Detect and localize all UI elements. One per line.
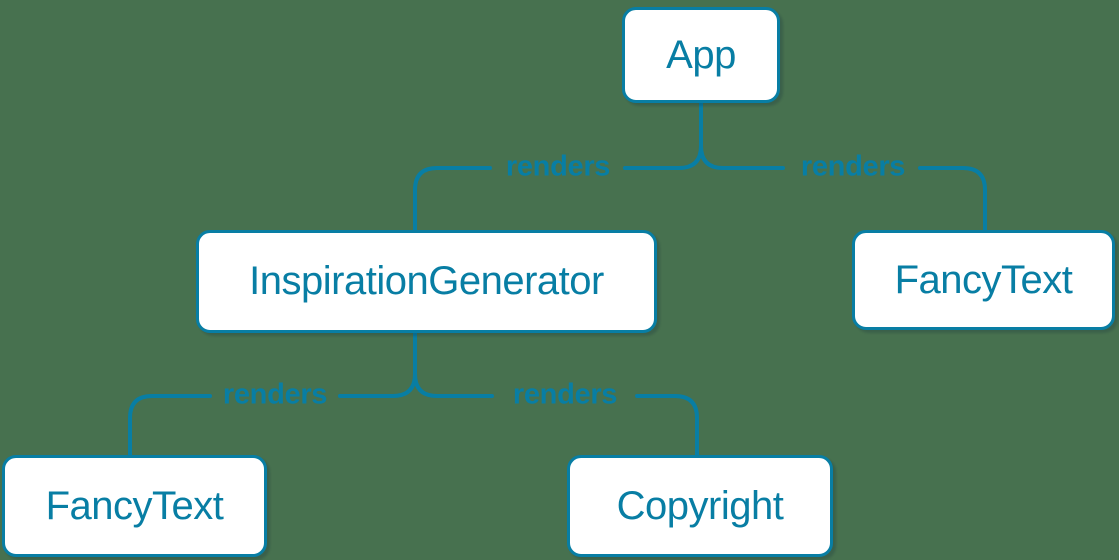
node-fancy-text-top-right-label: FancyText (894, 257, 1073, 302)
node-copyright: Copyright (567, 455, 833, 557)
node-fancy-text-bottom-left-label: FancyText (45, 483, 224, 528)
edge-app-fancytext-stem (699, 144, 785, 170)
edge-inspgen-copyright-drop (635, 394, 699, 458)
edge-label-app-inspirationgenerator: renders (505, 150, 611, 183)
node-app: App (622, 7, 780, 103)
node-copyright-label: Copyright (616, 483, 784, 528)
node-inspiration-generator-label: InspirationGenerator (249, 259, 604, 303)
node-inspiration-generator: InspirationGenerator (196, 230, 657, 333)
node-fancy-text-bottom-left: FancyText (2, 455, 267, 557)
edge-inspgen-fancytext-stem (338, 330, 417, 398)
edge-inspgen-fancytext-drop (128, 394, 212, 458)
edge-label-inspgen-copyright: renders (512, 378, 618, 411)
edge-app-inspirationgenerator-drop (413, 166, 492, 233)
edge-label-app-fancytext: renders (800, 150, 906, 183)
node-app-label: App (666, 32, 736, 77)
edge-label-inspgen-fancytext: renders (222, 378, 328, 411)
node-fancy-text-top-right: FancyText (852, 230, 1115, 330)
edge-app-inspirationgenerator-stem (623, 101, 703, 170)
edge-inspgen-copyright-stem (413, 372, 494, 398)
edge-app-fancytext-drop (918, 166, 987, 233)
